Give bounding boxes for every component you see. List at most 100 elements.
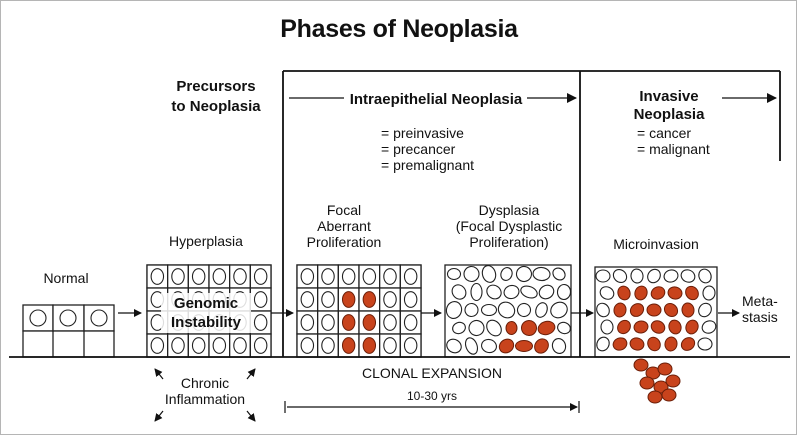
nucleus — [515, 265, 533, 283]
nucleus — [600, 319, 614, 335]
invading-cell — [647, 390, 663, 404]
nucleus — [446, 338, 462, 354]
nucleus — [698, 268, 712, 284]
abnormal-nucleus — [537, 320, 556, 336]
abnormal-nucleus — [341, 337, 356, 354]
nucleus — [253, 268, 268, 285]
page-title: Phases of Neoplasia — [280, 15, 519, 43]
nucleus — [212, 337, 227, 354]
nucleus — [486, 319, 502, 337]
timespan-label: 10-30 yrs — [407, 389, 457, 403]
nucleus — [300, 291, 315, 308]
malignant-cell — [629, 337, 645, 351]
nucleus — [697, 337, 713, 351]
synonym-preinvasive: = preinvasive — [381, 125, 464, 141]
nucleus — [595, 269, 611, 283]
stage-label-microinvasion: Microinvasion — [613, 236, 699, 252]
nucleus — [171, 337, 185, 354]
synonym-premalignant: = premalignant — [381, 157, 474, 173]
genomic-instability-line1: Genomic — [174, 295, 238, 312]
stage-label-dysplasia-3: Proliferation) — [469, 234, 548, 250]
nucleus — [532, 266, 551, 282]
nucleus — [550, 301, 568, 319]
nucleus — [150, 268, 165, 285]
nucleus — [551, 338, 567, 354]
nucleus — [680, 269, 696, 283]
abnormal-nucleus — [362, 314, 377, 331]
stage-label-dysplasia-1: Dysplasia — [479, 202, 540, 218]
stage-label-metastasis-2: stasis — [742, 309, 778, 325]
nucleus — [300, 268, 315, 285]
malignant-cell — [668, 319, 682, 335]
nucleus — [171, 268, 185, 285]
malignant-cell — [647, 336, 661, 352]
nucleus — [451, 284, 467, 300]
abnormal-nucleus — [341, 291, 356, 308]
nucleus — [341, 268, 356, 285]
nucleus — [552, 267, 566, 281]
stage-label-normal: Normal — [43, 270, 88, 286]
malignant-cell — [650, 320, 666, 334]
nucleus — [383, 268, 397, 285]
abnormal-nucleus — [515, 340, 533, 352]
precursors-label-line2: to Neoplasia — [171, 98, 261, 115]
nucleus — [698, 302, 712, 318]
synonym-precancer: = precancer — [381, 141, 456, 157]
nucleus — [470, 282, 483, 302]
invading-cell — [665, 374, 681, 388]
nucleus — [445, 301, 463, 319]
nucleus — [557, 321, 571, 335]
timespan-bar — [284, 401, 580, 413]
chronic-inflammation-line1: Chronic — [181, 375, 229, 391]
clonal-expansion-label: CLONAL EXPANSION — [362, 365, 502, 381]
nucleus — [596, 336, 610, 352]
nucleus — [362, 268, 377, 285]
nucleus — [150, 337, 165, 354]
malignant-cell — [680, 337, 696, 351]
inflammation-arrows — [154, 368, 256, 422]
abnormal-nucleus — [534, 338, 549, 354]
abnormal-nucleus — [362, 291, 377, 308]
nucleus — [464, 337, 479, 355]
nucleus — [191, 268, 206, 285]
nucleus — [233, 337, 247, 354]
abnormal-nucleus — [362, 337, 377, 354]
malignant-cell — [681, 302, 695, 318]
nucleus — [486, 284, 502, 300]
malignant-cell — [685, 319, 699, 335]
nucleus — [383, 337, 397, 354]
stage-label-focal-1: Focal — [327, 202, 361, 218]
nucleus — [321, 291, 335, 308]
nucleus — [468, 319, 485, 337]
abnormal-nucleus — [498, 338, 515, 354]
nucleus — [481, 265, 497, 283]
abnormal-nucleus — [341, 314, 356, 331]
nucleus — [612, 269, 628, 283]
nucleus — [480, 303, 498, 317]
nucleus — [481, 338, 497, 354]
malignant-cell — [633, 320, 649, 334]
abnormal-nucleus — [521, 320, 537, 336]
invading-cell — [661, 388, 677, 402]
malignant-cell — [613, 302, 627, 318]
malignant-cell — [629, 303, 645, 317]
nucleus — [383, 291, 397, 308]
nucleus — [383, 314, 397, 331]
malignant-cell — [617, 319, 631, 335]
precursors-label-line1: Precursors — [176, 78, 255, 95]
malignant-cell — [617, 285, 631, 301]
malignant-cell — [664, 336, 678, 352]
malignant-cell — [612, 337, 628, 351]
nucleus — [596, 302, 610, 318]
nucleus — [212, 268, 227, 285]
nucleus — [497, 301, 516, 319]
genomic-instability-line2: Instability — [171, 314, 242, 331]
nucleus — [520, 285, 538, 299]
stage-label-hyperplasia: Hyperplasia — [169, 233, 243, 249]
malignant-cell — [667, 286, 683, 300]
tissue-focal-aberrant-proliferation — [296, 264, 422, 358]
tissue-dysplasia — [444, 264, 572, 358]
nucleus — [556, 283, 572, 301]
nucleus — [253, 337, 268, 354]
